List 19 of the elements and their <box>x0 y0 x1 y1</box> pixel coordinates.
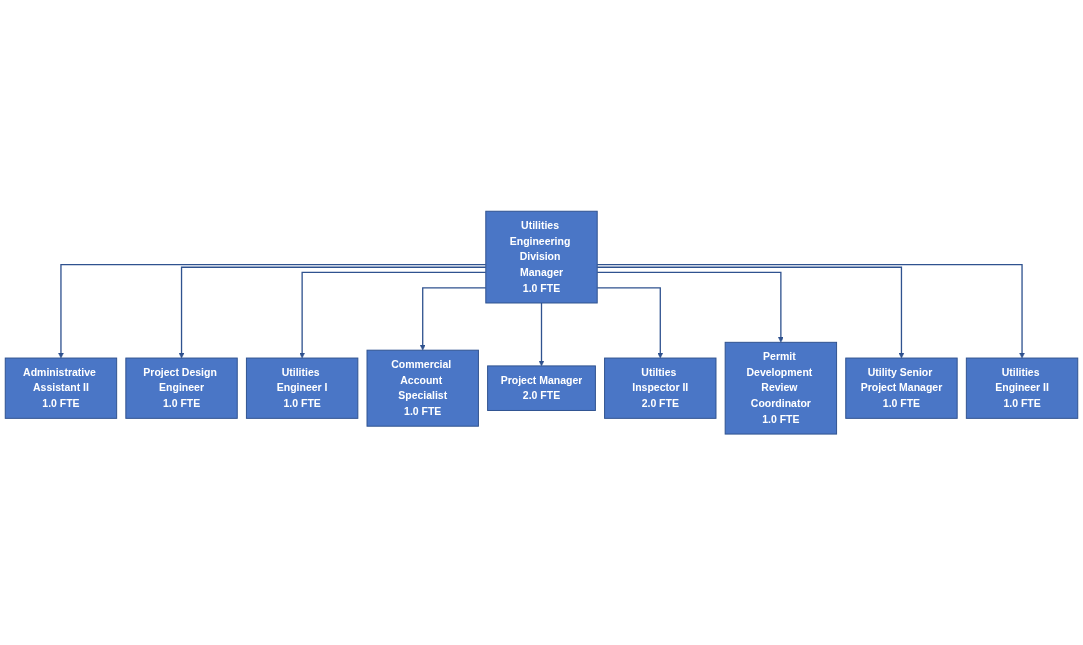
arrow <box>58 263 487 359</box>
arrow <box>538 302 545 366</box>
node-box: Utilities Engineering Division Manager 1.0 FTE <box>485 210 598 304</box>
node-box: Utilties Inspector II 2.0 FTE <box>604 357 717 419</box>
arrow <box>596 271 784 343</box>
node-box: Utility Senior Project Manager 1.0 FTE <box>845 357 958 419</box>
node-box: Project Design Engineer 1.0 FTE <box>125 357 238 419</box>
node-box: Utilities Engineer I 1.0 FTE <box>245 357 359 419</box>
arrow <box>596 266 905 359</box>
node-box: Administrative Assistant II 1.0 FTE <box>4 357 118 419</box>
arrow <box>596 287 664 359</box>
arrow <box>596 263 1025 359</box>
node-box: Project Manager 2.0 FTE <box>487 365 596 411</box>
node-box: Commercial Account Specialist 1.0 FTE <box>366 349 479 427</box>
node-box: Utilities Engineer II 1.0 FTE <box>965 357 1079 419</box>
arrow <box>299 271 487 359</box>
node-box: Permit Development Review Coordinator 1.0 FTE <box>724 341 838 435</box>
arrow <box>419 287 487 351</box>
arrow <box>178 266 487 359</box>
